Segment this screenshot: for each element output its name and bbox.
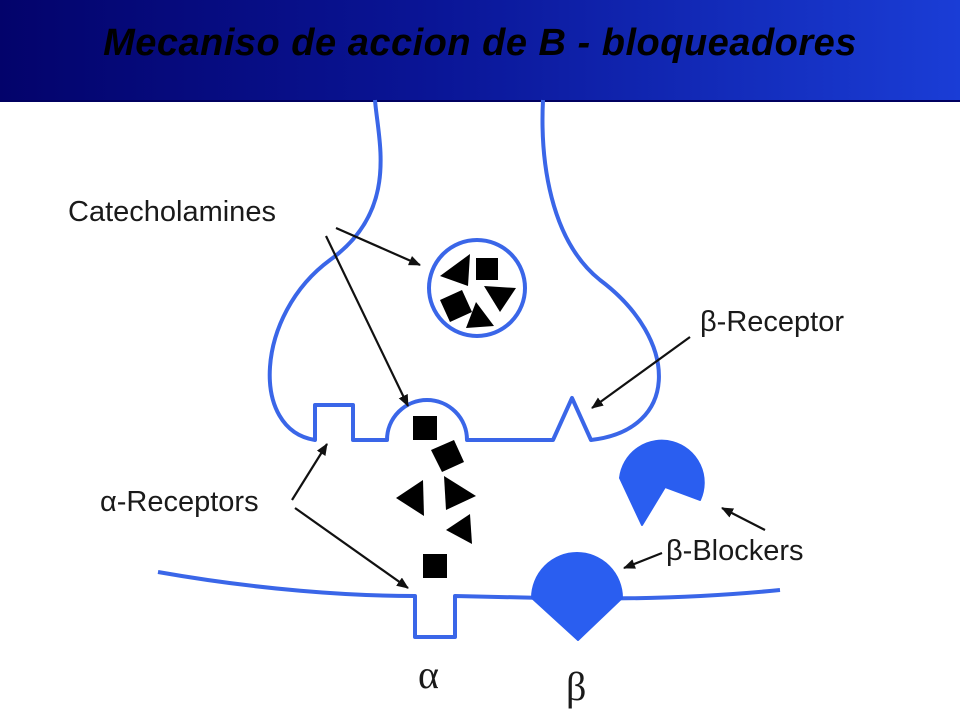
label-alpha-receptors: α-Receptors bbox=[100, 486, 259, 518]
arrow-blocker-bound bbox=[623, 551, 663, 570]
title-bar: Mecaniso de accion de B - bloqueadores bbox=[0, 0, 960, 102]
arrow-blocker-floating bbox=[721, 507, 766, 531]
vesicle bbox=[427, 238, 527, 338]
molecule-triangle bbox=[446, 514, 472, 544]
arrow-catecholamines-cleft bbox=[325, 235, 409, 407]
molecule-square bbox=[413, 416, 437, 440]
molecule-square bbox=[423, 554, 447, 578]
molecule-triangle bbox=[444, 476, 476, 510]
arrow-alpha-presynaptic bbox=[291, 443, 328, 501]
molecule-triangle bbox=[396, 480, 424, 516]
molecule-triangle bbox=[484, 286, 516, 312]
molecule-square bbox=[431, 440, 464, 472]
presynaptic-membrane bbox=[267, 99, 661, 442]
label-alpha-symbol: α bbox=[418, 652, 439, 697]
label-beta-receptor: β-Receptor bbox=[700, 306, 844, 338]
molecule-triangle bbox=[440, 254, 470, 286]
label-beta-symbol: β bbox=[566, 664, 586, 709]
cleft-molecules bbox=[396, 416, 476, 578]
beta-blocker-bound bbox=[531, 552, 623, 641]
arrow-catecholamines-vesicle bbox=[335, 226, 421, 267]
arrow-beta-receptor bbox=[591, 336, 691, 409]
postsynaptic-membrane bbox=[157, 570, 781, 639]
beta-blocker-floating bbox=[619, 439, 705, 526]
molecule-triangle bbox=[466, 302, 494, 328]
arrows bbox=[291, 226, 766, 589]
arrow-alpha-postsynaptic bbox=[294, 507, 409, 589]
label-catecholamines: Catecholamines bbox=[68, 196, 276, 228]
label-beta-blockers: β-Blockers bbox=[666, 535, 804, 567]
slide-title: Mecaniso de accion de B - bloqueadores bbox=[103, 22, 857, 64]
molecule-square bbox=[440, 290, 472, 322]
molecule-square bbox=[476, 258, 498, 280]
